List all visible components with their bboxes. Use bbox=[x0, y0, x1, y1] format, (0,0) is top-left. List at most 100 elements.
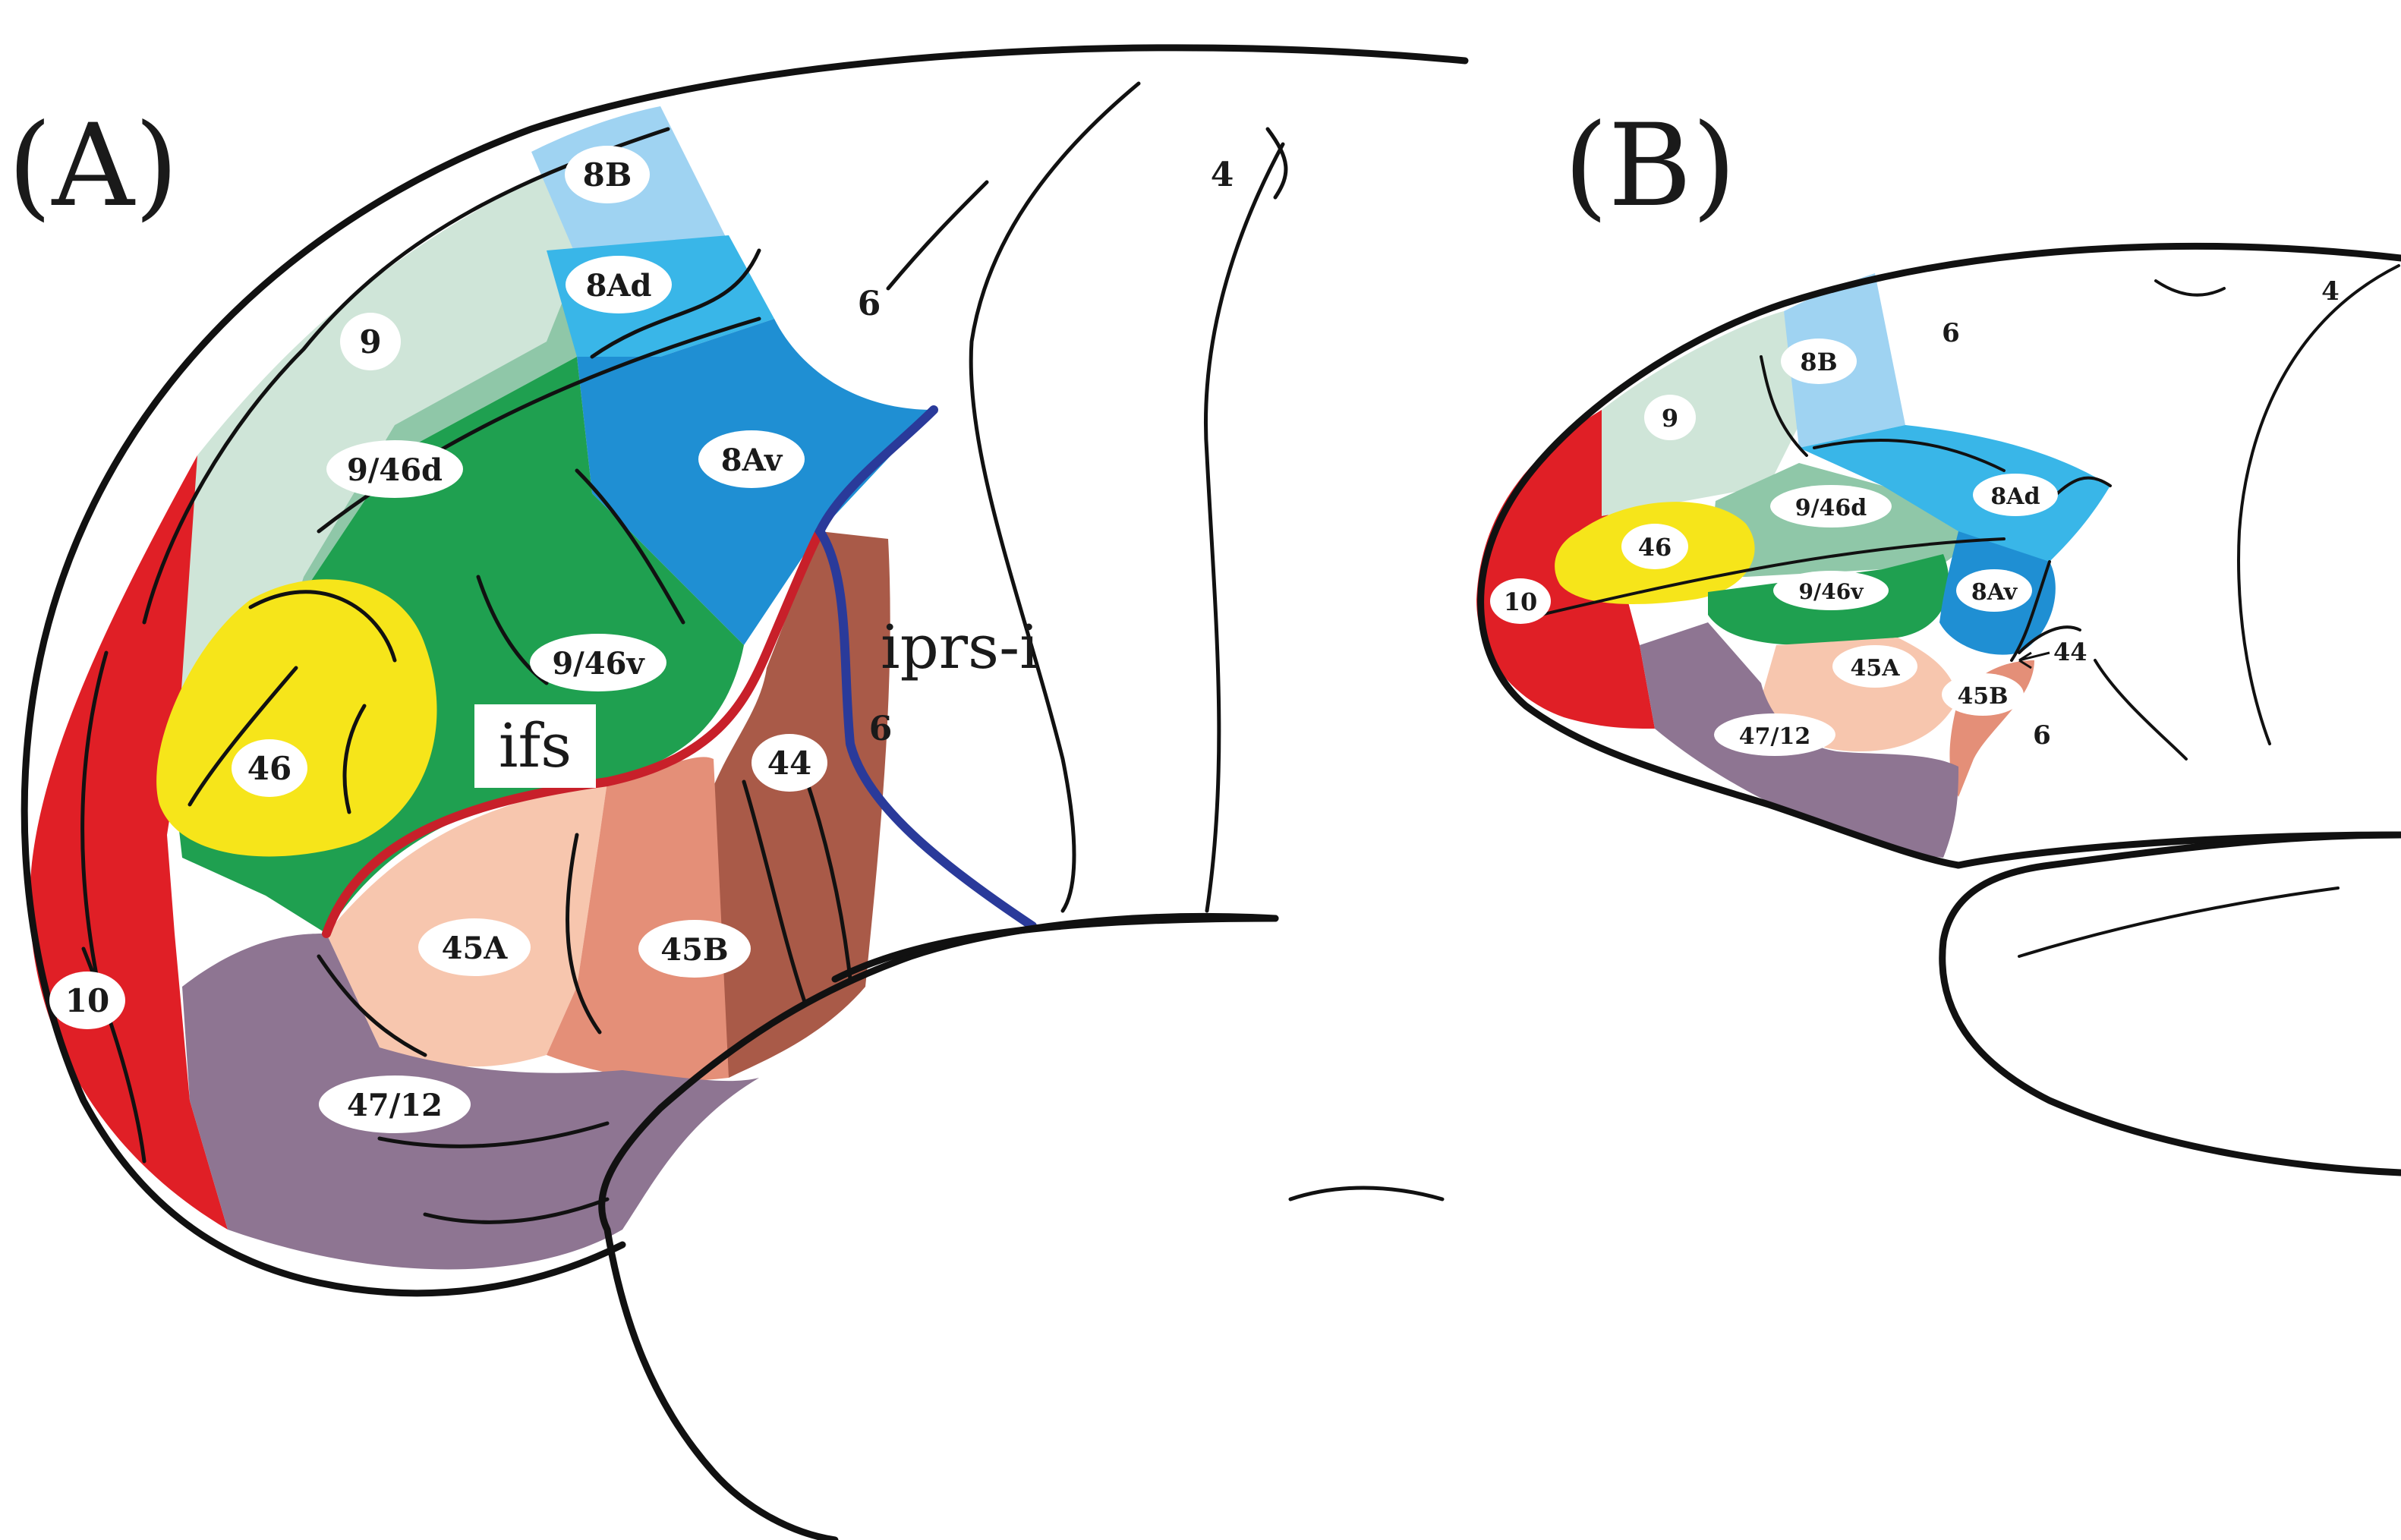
oval-b-10 bbox=[1490, 578, 1551, 624]
area-a-47-12: 47/12 bbox=[347, 1088, 443, 1123]
area-b-10: 10 bbox=[1504, 587, 1538, 616]
label-group-a: 8B 8Ad 9 9/46d 8Av 9/46v 46 44 45A 45B 1… bbox=[49, 146, 1234, 1133]
area-a-8Ad: 8Ad bbox=[586, 268, 652, 304]
region-9 bbox=[175, 121, 660, 789]
area-b-47-12: 47/12 bbox=[1739, 723, 1810, 750]
sulcus-a-6 bbox=[342, 704, 367, 814]
area-a-4: 4 bbox=[1211, 156, 1234, 194]
oval-b-8Ad bbox=[1973, 474, 2058, 516]
sulcus-b-8 bbox=[2094, 659, 2188, 761]
sulcus-b-2 bbox=[1760, 355, 1808, 457]
area-b-6-upper: 6 bbox=[1942, 318, 1960, 348]
ifs-sulcus-line bbox=[322, 527, 824, 938]
sulcus-a-16 bbox=[802, 772, 852, 981]
oval-b-45B bbox=[1942, 673, 2024, 716]
area-b-44: 44 bbox=[2053, 638, 2087, 666]
sulcus-b-1 bbox=[1539, 537, 2006, 616]
area-b-45B: 45B bbox=[1957, 683, 2008, 710]
area-b-8Av: 8Av bbox=[1971, 579, 2018, 606]
sulcus-b-3 bbox=[1813, 439, 2006, 472]
region-b-9 bbox=[1602, 311, 1799, 516]
area-a-10: 10 bbox=[65, 982, 109, 1019]
sulcus-b-5 bbox=[2010, 560, 2051, 662]
area-b-8B: 8B bbox=[1800, 348, 1837, 376]
oval-a-8Av bbox=[698, 430, 805, 488]
region-47-12 bbox=[182, 934, 759, 1270]
oval-a-8Ad bbox=[566, 256, 672, 313]
panel-b-sylvian-outline bbox=[1955, 831, 2401, 869]
sulcus-a-1 bbox=[142, 127, 670, 625]
area-a-46: 46 bbox=[247, 750, 291, 787]
sulcus-a-8 bbox=[575, 468, 685, 625]
oval-a-47-12 bbox=[319, 1075, 471, 1133]
sulcus-a-11 bbox=[317, 954, 427, 1057]
sulcus-a-5 bbox=[187, 666, 298, 807]
oval-b-8B bbox=[1781, 339, 1857, 384]
oval-b-9 bbox=[1644, 395, 1696, 440]
region-45B bbox=[547, 757, 729, 1081]
sulcus-b-7 bbox=[2237, 264, 2400, 745]
sulcus-a-14 bbox=[566, 833, 602, 1035]
oval-b-8Av bbox=[1956, 569, 2032, 612]
oval-b-45A bbox=[1832, 645, 1917, 688]
area-a-45A: 45A bbox=[442, 931, 509, 966]
sulcus-a-20 bbox=[1265, 127, 1288, 200]
oval-a-8B bbox=[565, 146, 650, 203]
area-a-6-lower: 6 bbox=[869, 710, 893, 748]
panel-b: (B) 8B 9 9/46d 8 bbox=[1476, 100, 2401, 1176]
oval-b-9-46d bbox=[1770, 485, 1892, 528]
area-a-44: 44 bbox=[767, 745, 811, 782]
region-10 bbox=[30, 455, 228, 1230]
area-b-46: 46 bbox=[1638, 533, 1672, 562]
area-b-4: 4 bbox=[2321, 276, 2340, 307]
sulcus-a-21 bbox=[1288, 1186, 1445, 1201]
label-group-b: 8B 9 9/46d 8Ad 46 9/46v 8Av 10 45A 45B 4… bbox=[1490, 276, 2340, 756]
oval-b-9-46v bbox=[1773, 571, 1889, 610]
panel-a-hemisphere-outline bbox=[20, 44, 1469, 1297]
oval-a-46 bbox=[232, 739, 307, 797]
oval-a-44 bbox=[751, 734, 827, 792]
sulcus-a-3 bbox=[590, 248, 761, 359]
area-a-8B: 8B bbox=[583, 156, 632, 194]
area-b-9: 9 bbox=[1662, 404, 1678, 433]
area-a-45B: 45B bbox=[660, 932, 728, 968]
area-b-9-46v: 9/46v bbox=[1799, 579, 1864, 604]
area-b-8Ad: 8Ad bbox=[1990, 483, 2040, 510]
sulcus-a-9 bbox=[80, 650, 109, 989]
region-b-8Ad bbox=[1799, 425, 2110, 562]
oval-a-10 bbox=[49, 972, 125, 1029]
region-46 bbox=[156, 579, 437, 857]
ifs-label-box bbox=[474, 704, 596, 788]
iprs-i-sulcus-line bbox=[815, 405, 1037, 931]
ifs-label: ifs bbox=[499, 710, 572, 781]
area-a-9-46v: 9/46v bbox=[552, 646, 645, 682]
sulcus-a-19 bbox=[886, 180, 989, 291]
oval-a-9-46d bbox=[326, 440, 463, 498]
oval-b-47-12 bbox=[1714, 713, 1835, 756]
oval-a-45A bbox=[418, 918, 531, 976]
area-b-45A: 45A bbox=[1850, 655, 1900, 682]
sulcus-a-15 bbox=[742, 779, 807, 1004]
sulcus-b-9 bbox=[2018, 887, 2340, 958]
iprs-i-label: iprs-i bbox=[881, 612, 1039, 682]
sulcus-b-6 bbox=[2154, 279, 2226, 297]
sulcus-a-17 bbox=[969, 81, 1141, 913]
area-b-6-lower: 6 bbox=[2033, 720, 2051, 751]
panel-a: (A) bbox=[8, 44, 1469, 1540]
oval-a-45B bbox=[638, 920, 751, 978]
panel-b-temporal-outline bbox=[1939, 831, 2401, 1176]
area-a-6-upper: 6 bbox=[858, 285, 881, 323]
oval-a-9-46v bbox=[530, 634, 666, 691]
sulcus-a-13 bbox=[423, 1197, 610, 1224]
oval-a-9 bbox=[340, 313, 401, 370]
area-b-9-46d: 9/46d bbox=[1795, 495, 1867, 521]
sulcus-a-12 bbox=[377, 1121, 610, 1148]
sulcus-a-18 bbox=[1203, 142, 1285, 913]
panel-a-sylvian-outline bbox=[831, 915, 1279, 983]
sulcus-a-4 bbox=[248, 590, 397, 663]
sulcus-b-10 bbox=[2018, 625, 2081, 654]
oval-b-46 bbox=[1621, 524, 1688, 569]
panel-b-hemisphere-outline bbox=[1477, 242, 2401, 869]
area-b-44-arrow bbox=[2018, 651, 2050, 669]
